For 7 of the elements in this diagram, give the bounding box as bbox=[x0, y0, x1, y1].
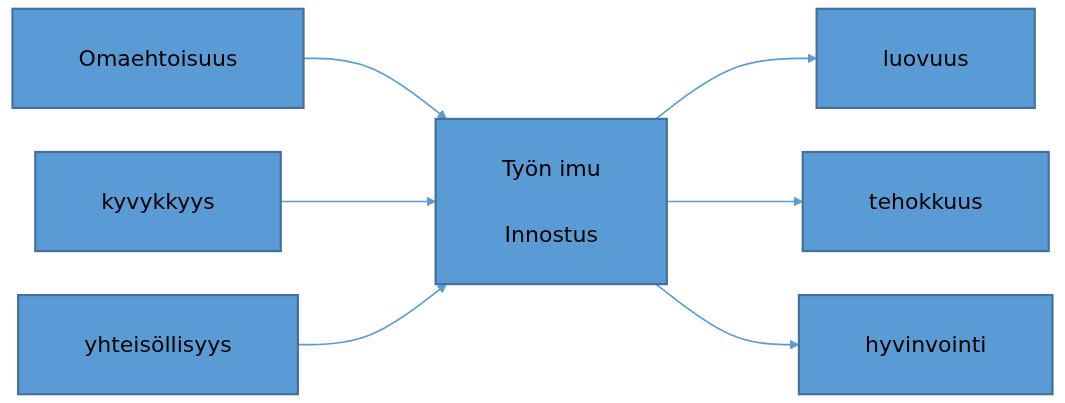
node-box: Työn imu Innostus bbox=[434, 117, 668, 286]
node-box: tehokkuus bbox=[801, 150, 1050, 253]
node-box: yhteisöllisyys bbox=[17, 294, 299, 396]
node-box: kyvykkyys bbox=[34, 150, 282, 253]
node-box: luovuus bbox=[815, 7, 1036, 109]
node-box: Omaehtoisuus bbox=[11, 7, 305, 109]
node-box: hyvinvointi bbox=[797, 294, 1054, 396]
